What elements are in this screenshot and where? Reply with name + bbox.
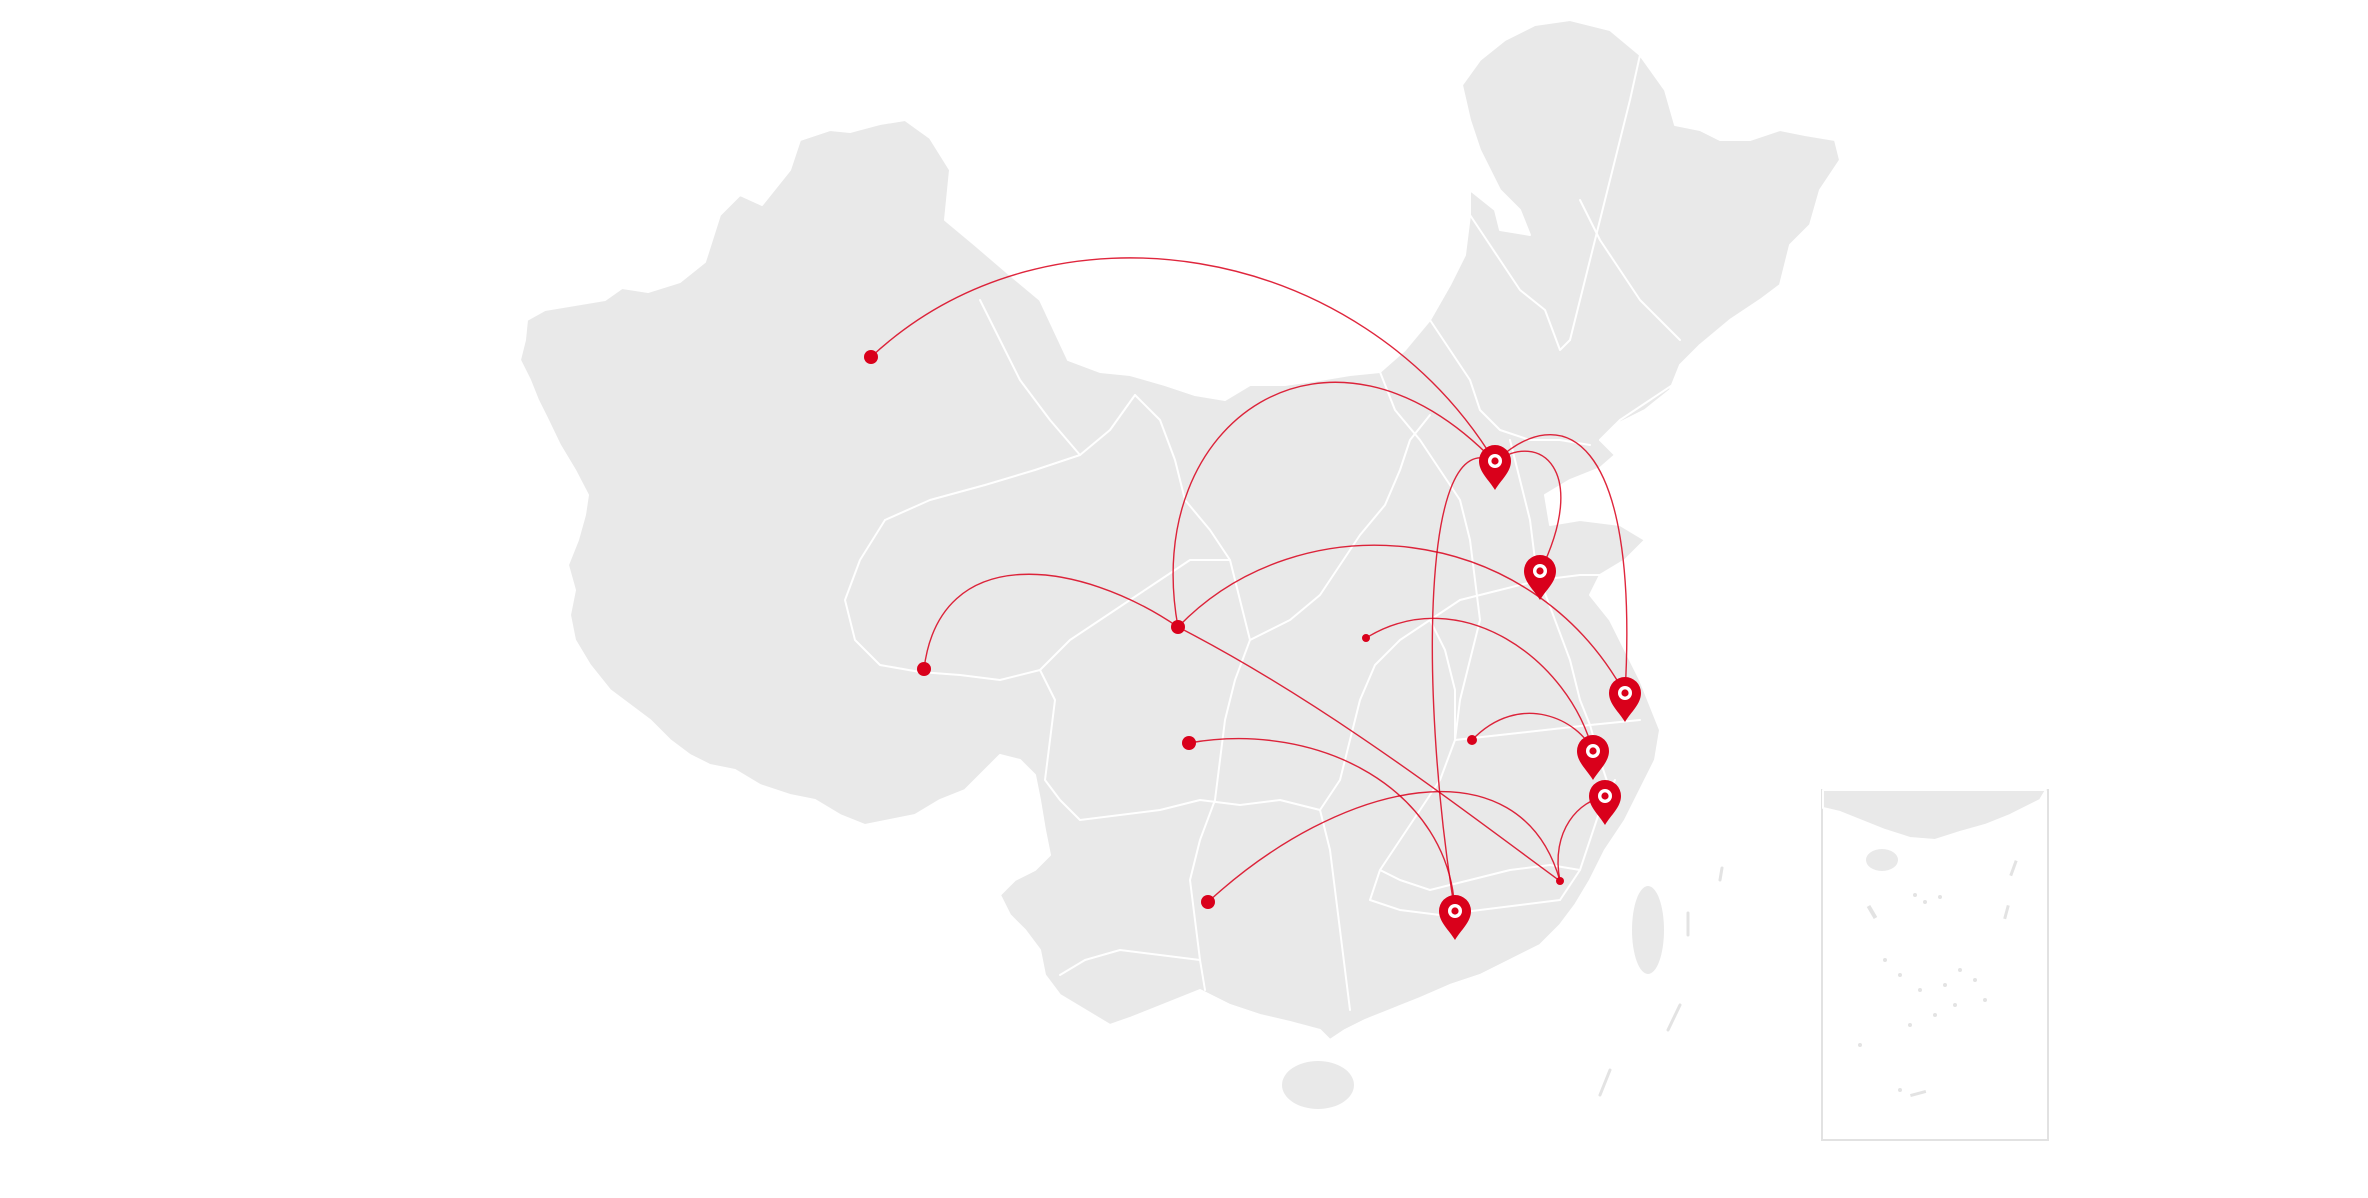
hub-wenzhou-pin[interactable] <box>1589 780 1621 825</box>
location-pin-icon <box>1577 735 1609 780</box>
hub-guangzhou-pin[interactable] <box>1439 895 1471 940</box>
china-mainland <box>519 19 1841 1041</box>
south-china-sea-inset <box>1821 789 2049 1141</box>
origin-nanchang-dot[interactable] <box>1467 735 1477 745</box>
route-line-origin-chongqing-to-hub-guangzhou <box>1188 738 1456 913</box>
route-line-origin-lanzhou-to-hub-beijing <box>1172 381 1496 628</box>
origin-lhasa-dot[interactable] <box>917 662 931 676</box>
location-pin-icon <box>1609 677 1641 722</box>
sea-boundary-dashes <box>1598 866 1724 1097</box>
route-line-hub-beijing-to-hub-guangzhou <box>1431 457 1496 913</box>
origin-urumqi-dot[interactable] <box>864 350 878 364</box>
origin-markers <box>864 350 1564 909</box>
hub-beijing-pin[interactable] <box>1479 445 1511 490</box>
route-line-origin-lanzhou-to-origin-fuzhou <box>1177 626 1561 882</box>
route-line-origin-lanzhou-to-hub-shanghai <box>1177 544 1626 695</box>
origin-fuzhou-dot[interactable] <box>1556 877 1564 885</box>
origin-xian-dot[interactable] <box>1362 634 1370 642</box>
route-line-hub-beijing-to-hub-jinan <box>1494 450 1562 573</box>
location-pin-icon <box>1589 780 1621 825</box>
hub-markers <box>1439 445 1641 940</box>
hainan-island <box>1282 1061 1354 1109</box>
province-borders <box>844 54 1701 1011</box>
route-line-origin-xian-to-hub-hangzhou <box>1365 617 1594 753</box>
route-line-origin-lhasa-to-origin-lanzhou <box>923 573 1179 670</box>
location-pin-icon <box>1524 555 1556 600</box>
origin-lanzhou-dot[interactable] <box>1171 620 1185 634</box>
hub-hangzhou-pin[interactable] <box>1577 735 1609 780</box>
location-pin-icon <box>1439 895 1471 940</box>
route-line-origin-urumqi-to-hub-beijing <box>870 257 1496 463</box>
location-pin-icon <box>1479 445 1511 490</box>
origin-chongqing-dot[interactable] <box>1182 736 1196 750</box>
origin-kunming-dot[interactable] <box>1201 895 1215 909</box>
taiwan-island <box>1632 886 1664 974</box>
route-line-origin-kunming-to-origin-fuzhou <box>1207 790 1561 903</box>
route-line-hub-beijing-to-hub-shanghai <box>1494 434 1628 695</box>
hub-jinan-pin[interactable] <box>1524 555 1556 600</box>
hub-shanghai-pin[interactable] <box>1609 677 1641 722</box>
